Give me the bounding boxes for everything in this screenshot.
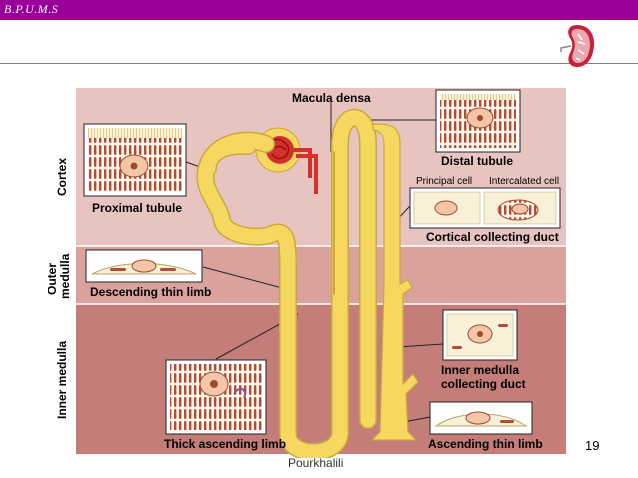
box-thick-ascending-limb — [165, 359, 267, 435]
tubule-fill — [198, 110, 376, 458]
label-ascending-thin-limb: Ascending thin limb — [428, 437, 543, 451]
label-inner-medulla-cd-1: Inner medulla — [441, 363, 519, 377]
collecting-duct — [370, 123, 419, 441]
label-descending-thin-limb: Descending thin limb — [90, 285, 211, 299]
label-proximal-tubule: Proximal tubule — [92, 201, 182, 215]
kidney-logo-icon — [560, 25, 595, 67]
label-macula-densa: Macula densa — [292, 91, 371, 105]
region-label-cortex: Cortex — [55, 158, 69, 196]
label-cortical-collecting-duct: Cortical collecting duct — [426, 230, 559, 244]
box-descending-thin-limb — [85, 249, 203, 283]
label-thick-ascending-limb: Thick ascending limb — [164, 437, 286, 451]
header-divider — [0, 63, 638, 64]
nephron-tubule — [196, 108, 377, 458]
box-ascending-thin-limb — [429, 401, 533, 435]
label-principal-cell: Principal cell — [416, 176, 472, 187]
label-distal-tubule: Distal tubule — [441, 154, 513, 168]
page-number: 19 — [585, 438, 600, 453]
label-inner-medulla-cd-2: collecting duct — [441, 377, 526, 391]
box-inner-medulla-collecting-duct — [442, 309, 518, 361]
brand-text: B.P.U.M.S — [4, 2, 59, 16]
box-proximal-tubule — [83, 123, 187, 197]
region-label-inner-medulla: Inner medulla — [55, 341, 69, 419]
box-cortical-collecting-duct — [409, 187, 561, 229]
region-label-medulla: medulla — [58, 253, 72, 299]
top-banner: B.P.U.M.S — [0, 0, 638, 20]
region-label-outer: Outer — [48, 263, 59, 295]
author-name: Pourkhalili — [288, 456, 344, 470]
label-intercalated-cell: Intercalated cell — [489, 176, 559, 187]
box-distal-tubule — [435, 89, 521, 153]
nephron-diagram: Cortex Outer medulla Inner medulla Macul… — [48, 84, 572, 458]
